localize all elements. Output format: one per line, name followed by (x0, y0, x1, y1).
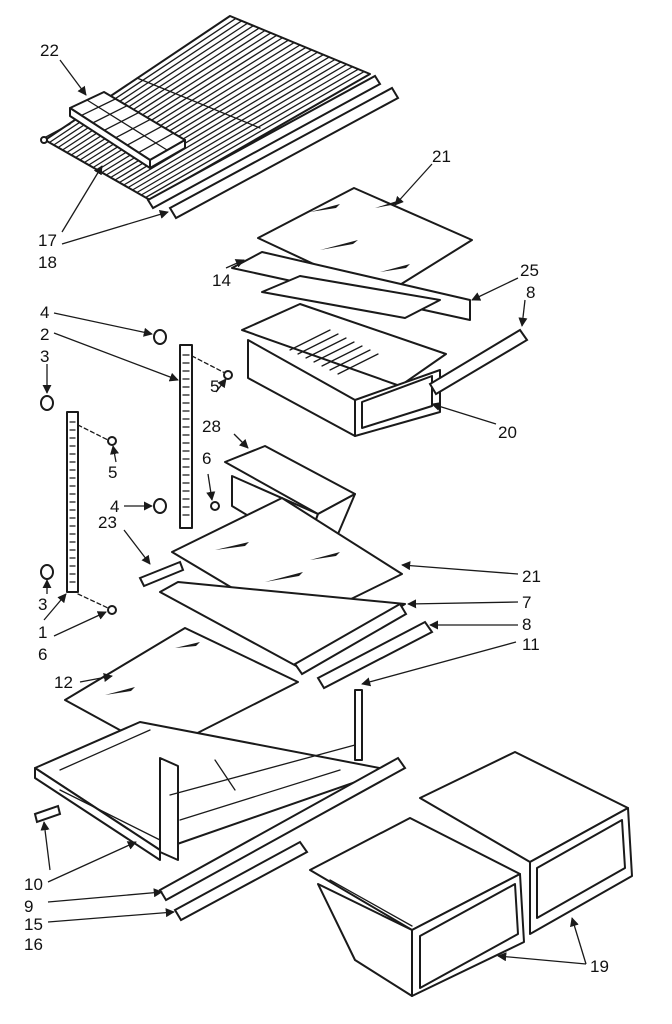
callout-8-mid: 8 (522, 615, 531, 634)
crisper-drawer-back (419, 751, 633, 935)
callout-3-bottom: 3 (38, 595, 47, 614)
callouts: 22 21 25 8 17 18 14 20 4 2 3 5 5 28 6 4 … (24, 41, 609, 976)
callout-19: 19 (590, 957, 609, 976)
callout-11: 11 (522, 635, 540, 654)
callout-2: 2 (40, 325, 49, 344)
callout-6-bottom: 6 (38, 645, 47, 664)
callout-10: 10 (24, 875, 43, 894)
shelf-front-rods (40, 74, 400, 220)
front-rod (33, 804, 62, 824)
callout-4-mid: 4 (110, 497, 119, 516)
callout-23: 23 (98, 513, 117, 532)
callout-8-top: 8 (526, 283, 535, 302)
callout-22: 22 (40, 41, 59, 60)
callout-7: 7 (522, 593, 531, 612)
callout-21-top: 21 (432, 147, 451, 166)
mid-rod-right (316, 620, 434, 690)
rail-upright-left (66, 411, 79, 593)
callout-4-top: 4 (40, 303, 49, 322)
callout-28: 28 (202, 417, 221, 436)
callout-5-right: 5 (210, 377, 219, 396)
callout-18: 18 (38, 253, 57, 272)
rail-upright-right (179, 344, 193, 529)
bottom-rails (158, 756, 407, 922)
callout-21-mid: 21 (522, 567, 541, 586)
crisper-drawer-front (309, 817, 525, 997)
callout-1: 1 (38, 623, 47, 642)
upper-rod-right (428, 328, 529, 396)
upper-shelf-frame (231, 251, 471, 321)
ice-cube-tray (69, 91, 186, 169)
callout-5-left: 5 (108, 463, 117, 482)
callout-20: 20 (498, 423, 517, 442)
callout-12: 12 (54, 673, 73, 692)
slide-rod-left (138, 560, 185, 588)
callout-25: 25 (520, 261, 539, 280)
callout-6-top: 6 (202, 449, 211, 468)
callout-3-top: 3 (40, 347, 49, 366)
callout-9: 9 (24, 897, 33, 916)
callout-15: 15 (24, 915, 43, 934)
callout-16: 16 (24, 935, 43, 954)
crisper-drawer (241, 303, 447, 437)
callout-14: 14 (212, 271, 231, 290)
middle-shelf-frame (159, 581, 408, 676)
leader-lines (40, 59, 587, 965)
callout-17: 17 (38, 231, 57, 250)
fasteners (40, 329, 233, 615)
